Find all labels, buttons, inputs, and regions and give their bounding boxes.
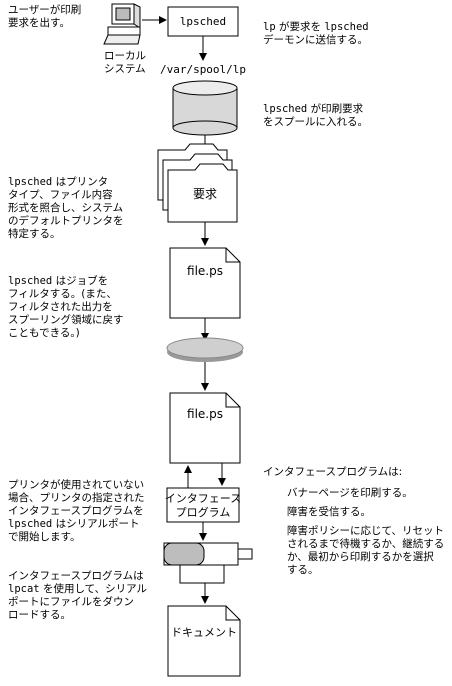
interface-program-item-3: 障害ポリシーに応じて、リセット されるまで待機するか、継続する か、最初から印刷… <box>287 525 445 576</box>
lpsched-box-label: lpsched <box>180 15 226 28</box>
interface-box-label-2: プログラム <box>176 505 231 519</box>
file-ps-label-2: file.ps <box>187 407 223 421</box>
file-ps-label-1: file.ps <box>187 264 223 278</box>
printer-start-line2: 場合、プリンタの指定された <box>8 492 145 504</box>
lp-sends-mid: が要求を <box>275 21 325 33</box>
spool-note-line1: が印刷要求 <box>307 103 364 115</box>
match-note-code: lpsched <box>8 176 53 188</box>
download-rest: ポートにファイルをダウン ロードする。 <box>8 596 134 621</box>
local-system-label: ローカル システム <box>104 50 146 75</box>
printer-start-line3: インタフェースプログラムを <box>8 505 144 517</box>
download-line1: インタフェースプログラムは <box>8 570 144 582</box>
spool-note: lpsched が印刷要求をスプールに入れる。 <box>263 90 368 129</box>
printer-start-line4: はシリアルポート <box>52 518 140 530</box>
download-code: lpcat <box>8 583 40 595</box>
computer-icon <box>103 3 141 45</box>
lpsched-code: lpsched <box>324 21 369 33</box>
filter-note: lpsched はジョブをフィルタする。(また、 フィルタされた出力を スプーリ… <box>8 262 124 340</box>
spool-path: /var/spool/lp <box>160 63 246 76</box>
file-ps-doc-1 <box>169 247 241 319</box>
lp-code: lp <box>263 21 276 33</box>
filter-note-rest: フィルタする。(また、 フィルタされた出力を スプーリング領域に戻す こともでき… <box>8 288 124 339</box>
match-note: lpsched はプリンタタイプ、ファイル内容 形式を照合し、システム のデフォ… <box>8 163 124 241</box>
interface-box-label-1: インタフェース <box>165 492 241 505</box>
filter-note-line1: はジョブを <box>52 275 109 287</box>
serial-port-icon <box>163 542 253 584</box>
printer-start-code: lpsched <box>8 518 53 530</box>
spool-note-code: lpsched <box>263 103 308 115</box>
download-line2: を使用して、シリアル <box>39 583 148 595</box>
lp-sends-line2: デーモンに送信する。 <box>263 34 368 46</box>
spool-cylinder <box>172 80 238 136</box>
printer-start-line1: プリンタが使用されていない <box>8 479 145 491</box>
match-note-rest: タイプ、ファイル内容 形式を照合し、システム のデフォルトプリンタを 特定する。 <box>8 189 124 240</box>
spool-disk-icon <box>166 337 244 362</box>
output-document <box>167 605 241 677</box>
request-doc-label: 要求 <box>193 187 217 201</box>
interface-program-box <box>166 487 240 523</box>
user-request-note: ユーザーが印刷 要求を出す。 <box>8 4 82 29</box>
interface-program-note-title: インタフェースプログラムは: <box>263 466 403 478</box>
interface-program-item-1: バナーページを印刷する。 <box>287 487 413 499</box>
spool-note-line2: をスプールに入れる。 <box>263 116 368 128</box>
document-label: ドキュメント <box>171 626 237 639</box>
printer-start-line5: で開始します。 <box>8 531 81 543</box>
filter-note-code: lpsched <box>8 275 53 287</box>
file-ps-doc-2 <box>169 392 241 464</box>
interface-program-item-2: 障害を受信する。 <box>287 506 371 518</box>
request-docs-stack <box>157 143 238 223</box>
match-note-line1: はプリンタ <box>52 176 109 188</box>
